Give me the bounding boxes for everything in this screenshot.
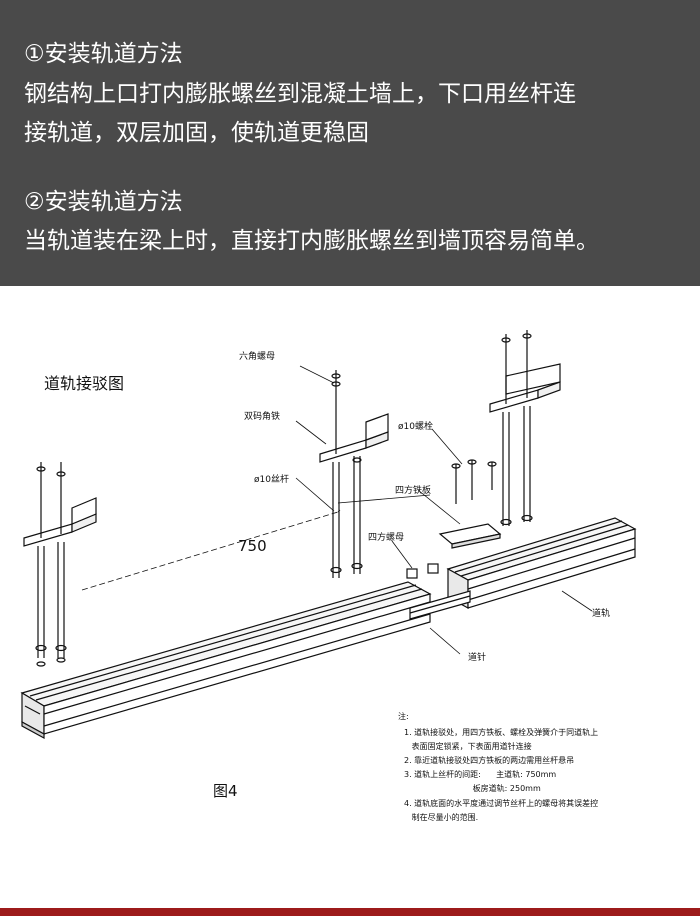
square-nut-2 (427, 563, 439, 574)
diagram-drawing: 道轨接驳图 六角螺母 双码角铁 ø10丝杆 ø10螺栓 四方铁板 四方螺母 道轨… (20, 330, 637, 822)
method-2-title: ②安装轨道方法 (24, 189, 183, 215)
instruction-panel: ①安装轨道方法 钢结构上口打内膨胀螺丝到混凝土墙上，下口用丝杆连 接轨道，双层加… (0, 0, 700, 286)
label-double-angle: 双码角铁 (244, 410, 280, 422)
leader-lines (295, 365, 593, 655)
left-hanger (23, 462, 97, 667)
label-rail: 道轨 (592, 607, 610, 619)
note-line: 1. 道轨接驳处，用四方铁板、螺栓及弹簧介于同道轨上 (404, 727, 598, 737)
method-1-line-1: 钢结构上口打内膨胀螺丝到混凝土墙上，下口用丝杆连 (24, 81, 576, 107)
dimension-label: 750 (238, 537, 267, 555)
bottom-accent-bar (0, 908, 700, 916)
rail-connection-diagram: 道轨接驳图 六角螺母 双码角铁 ø10丝杆 ø10螺栓 四方铁板 四方螺母 道轨… (0, 286, 700, 908)
label-square-plate: 四方铁板 (395, 484, 431, 496)
label-pin: 道针 (468, 651, 486, 663)
method-2-line-1: 当轨道装在梁上时，直接打内膨胀螺丝到墙顶容易简单。 (24, 228, 599, 254)
connecting-pin (409, 590, 471, 620)
note-line: 板房道轨: 250mm (404, 783, 541, 793)
label-hex-nut: 六角螺母 (239, 350, 275, 362)
middle-hanger (319, 370, 389, 578)
square-nut-1 (406, 568, 418, 579)
figure-label: 图4 (213, 782, 238, 800)
method-1-line-2: 接轨道，双层加固，使轨道更稳固 (24, 120, 369, 146)
square-plate (438, 523, 502, 549)
label-square-nut: 四方螺母 (368, 531, 404, 543)
diagram-title: 道轨接驳图 (44, 374, 124, 393)
note-line: 4. 道轨底面的水平度通过调节丝杆上的螺母将其误差控 (404, 798, 598, 808)
label-rod: ø10丝杆 (254, 473, 289, 485)
dimension-line (81, 494, 431, 591)
notes-heading: 注: (398, 711, 409, 721)
notes-block: 注: 1. 道轨接驳处，用四方铁板、螺栓及弹簧介于同道轨上 表面固定锁紧，下表面… (398, 711, 598, 822)
method-1-title: ①安装轨道方法 (24, 41, 183, 67)
right-hanger (489, 330, 561, 526)
note-line: 2. 靠近道轨接驳处四方铁板的两边需用丝杆悬吊 (404, 755, 574, 765)
label-bolt: ø10螺栓 (398, 420, 433, 432)
note-line: 3. 道轨上丝杆的间距: 主道轨: 750mm (404, 769, 556, 779)
note-line: 表面固定锁紧，下表面用道针连接 (404, 741, 532, 751)
note-line: 制在尽量小的范围. (404, 812, 478, 822)
rail-left (20, 581, 432, 740)
bolts (451, 459, 497, 504)
